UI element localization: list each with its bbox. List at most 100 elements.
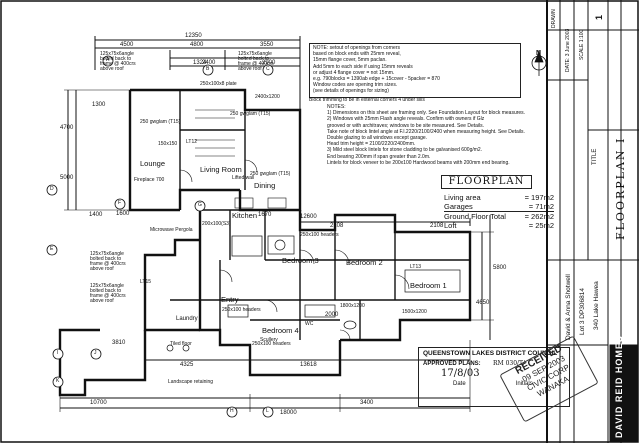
council-approval-stamp: QUEENSTOWN LAKES DISTRICT COUNCIL APPROV… — [418, 347, 570, 407]
note-post-a: 200x100(S3) — [202, 221, 231, 227]
note-header-living: 250 gwglam (T15) — [230, 111, 271, 117]
grid-label: D — [50, 186, 54, 192]
room-label-wc: WC — [305, 321, 314, 327]
note-window-a: 1800x1200 — [340, 303, 365, 309]
dim-mid-g: 1300 — [92, 102, 106, 108]
area-value: = 25m2 — [528, 221, 554, 230]
note-lintel-l: LT15 — [140, 279, 152, 285]
stamp-date-value: 17/8/03 — [441, 368, 480, 379]
dim-mid-a: 2108 — [330, 223, 344, 229]
room-label-bedroom-2: Bedroom 2 — [346, 258, 383, 267]
grid-label: I — [57, 350, 59, 356]
title-client-3: 340 Lake Hawea — [593, 281, 600, 330]
room-label-microwave: Microwave Pergola — [150, 227, 193, 233]
notes-item: Take note of block lintel angle at F.l.2… — [327, 128, 525, 135]
dim-mid-c: 12600 — [300, 214, 317, 220]
note-lintel-top: 250x100x8 plate — [200, 81, 237, 87]
dim-top-c: 1324 — [193, 60, 207, 66]
note-line: Block trimming to be in external corners… — [309, 97, 425, 103]
note-bracket-mid: bolted back to — [238, 56, 270, 62]
note-line: based on block ends with 25mm reveal, — [313, 51, 401, 58]
room-label-dining: Dining — [254, 181, 276, 190]
room-label-lounge: Lounge — [140, 159, 166, 168]
label-lifted-wall: Lifted wall — [232, 175, 255, 181]
grid-label: L — [266, 408, 269, 414]
room-label-bedroom-3: Bedroom 3 — [282, 256, 319, 265]
note-bracket-mid: above roof — [238, 66, 262, 72]
area-label: Garages — [444, 202, 473, 211]
grid-label: E — [50, 246, 54, 252]
note-bracket-top: above roof — [100, 66, 124, 72]
note-header-entry: 250x100 headers — [222, 307, 261, 313]
title-block: DRAWN DATE: 3 June 2003 SCALE 1:100 1 TI… — [546, 0, 639, 443]
notes-item: Head trim height = 2100/2220/2400mm. — [327, 141, 416, 148]
grid-label: C — [266, 66, 270, 72]
room-label-kitchen: Kitchen — [232, 211, 258, 220]
note-header-garage: 250x100 headers — [300, 232, 339, 238]
note-header-dining: 250 gwglam (T15) — [250, 171, 291, 177]
room-label-entry: Entry — [221, 295, 239, 304]
area-row: Loft = 25m2 — [444, 221, 554, 230]
title-date: DATE: 3 June 2003 — [565, 28, 571, 72]
notes-item: 2) Windows with 25mm Flash angle reveals… — [327, 116, 485, 123]
room-label-living: Living Room — [200, 165, 242, 174]
note-bracket-low: frame @ 400crs — [90, 261, 126, 267]
note-bracket-top: frame @ 400crs — [100, 61, 136, 67]
note-bracket-mid: 125x75x6angle — [238, 51, 272, 57]
room-label-laundry: Laundry — [176, 316, 198, 322]
room-label-bedroom-1: Bedroom 1 — [410, 281, 447, 290]
notes-list: NOTES: 1) Dimensions on this sheet are f… — [327, 104, 527, 166]
notes-item: grooved or with architraves; windows to … — [327, 122, 485, 129]
notes-item: 3) Mild steel block lintels for stone cl… — [327, 147, 483, 154]
room-label-scullery: Scullery — [260, 337, 278, 343]
dim-left-a: 4700 — [60, 125, 74, 131]
note-lintel-k: LT12 — [186, 139, 198, 145]
note-bracket-bl: above roof — [90, 298, 114, 304]
area-row: Ground Floor Total= 262m2 — [444, 211, 554, 221]
area-label: Ground Floor Total — [444, 212, 506, 221]
grid-label: G — [198, 202, 202, 208]
dim-right-b: 4650 — [476, 300, 490, 306]
area-label: Loft — [444, 221, 457, 230]
label-tiled-floor: Tiled floor — [170, 341, 192, 347]
title-client-1: David & Anna Shotwell — [565, 274, 572, 340]
label-landscape: Landscape retaining — [168, 379, 214, 385]
dim-bottom-a: 10700 — [90, 400, 107, 406]
dim-top-b: 3550 — [260, 42, 274, 48]
area-schedule: Living area= 197m2 Garages= 71m2 Ground … — [444, 193, 554, 230]
notes-item: Lintels for block veneer to be 200x100 H… — [327, 159, 510, 166]
compass-label: N — [536, 50, 542, 57]
note-bracket-top: bolted back to — [100, 56, 132, 62]
dim-mid-j: 2000 — [325, 312, 339, 318]
title-client-2: Lot 3 DP306814 — [579, 288, 586, 335]
opening-notes-box: NOTE: setout of openings from corners ba… — [309, 43, 521, 98]
dim-top-overall: 12350 — [185, 33, 202, 39]
note-bracket-low: bolted back to — [90, 256, 122, 262]
note-bracket-bl: 125x75x6angle — [90, 283, 124, 289]
dim-mid-f: 1670 — [258, 212, 272, 218]
room-label-bedroom-4: Bedroom 4 — [262, 326, 299, 335]
brand-logo: DAVID REID HOMES — [614, 335, 624, 438]
area-row: Living area= 197m2 — [444, 193, 554, 202]
grid-label: J — [94, 350, 97, 356]
title-drawn: DRAWN — [551, 9, 557, 28]
note-post-b: 150x150 — [158, 141, 178, 147]
note-bracket-top: 125x75x6angle — [100, 51, 134, 57]
grid-label: B — [206, 66, 210, 72]
area-label: Living area — [444, 193, 481, 202]
dim-left-b: 5000 — [60, 175, 74, 181]
note-line: Add 5mm to each side if using 15mm revea… — [313, 63, 413, 70]
note-header-bed4: 250x100 headers — [252, 341, 291, 347]
note-bracket-low: above roof — [90, 266, 114, 272]
stamp-approved-label: APPROVED PLANS: — [423, 361, 481, 367]
dim-right-a: 5800 — [493, 265, 507, 271]
note-line: e.g. 790blocks = 1390ab edge + 15cover -… — [313, 76, 440, 83]
note-window-b: 1500x1200 — [402, 309, 427, 315]
stamp-date-label: Date — [453, 381, 466, 387]
dim-mid-b: 2108 — [430, 223, 444, 229]
dim-bottom-e: 4325 — [180, 362, 194, 368]
notes-item: 1) Dimensions on this sheet are framing … — [327, 110, 526, 117]
dim-bottom-b: 18000 — [280, 410, 297, 416]
